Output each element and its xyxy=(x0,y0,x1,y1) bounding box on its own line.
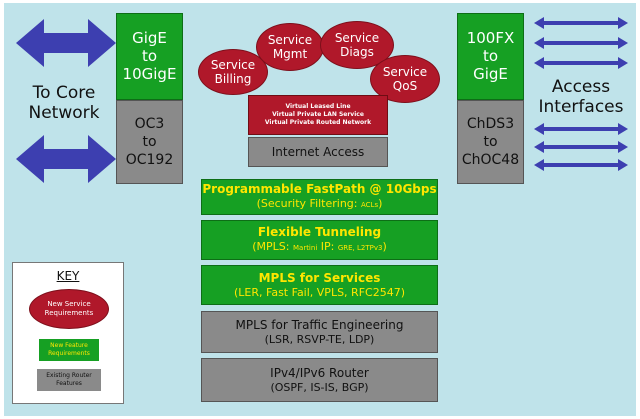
core-top-line2: to xyxy=(141,47,158,65)
core-interface-bottom: OC3 to OC192 xyxy=(116,100,183,184)
legend-feature-swatch: New Feature Requirements xyxy=(39,339,99,361)
layer-tunneling: Flexible Tunneling (MPLS: Martini IP: GR… xyxy=(201,220,438,260)
core-network-line2: Network xyxy=(28,103,100,123)
layer-fastpath-title: Programmable FastPath @ 10Gbps xyxy=(202,182,437,196)
layer-tunneling-sub: (MPLS: Martini IP: GRE, L2TPv3) xyxy=(252,240,387,255)
layer-fastpath-sub-small: ACLs xyxy=(361,201,379,209)
access-bottom-line2: to xyxy=(483,134,498,150)
legend-feature-line1: New Feature xyxy=(50,342,88,349)
access-arrow xyxy=(534,123,628,135)
service-mgmt-line2: Mgmt xyxy=(272,47,308,61)
layer-tunneling-sub-c: ) xyxy=(382,240,387,253)
core-bottom-line1: OC3 xyxy=(134,116,165,132)
core-top-line3: 10GigE xyxy=(122,65,177,83)
core-interface-top: GigE to 10GigE xyxy=(116,13,183,100)
access-arrow xyxy=(534,57,628,69)
legend-service-swatch: New Service Requirements xyxy=(29,289,109,329)
layer-fastpath-sub: (Security Filtering: ACLs) xyxy=(257,197,383,212)
layer-router: IPv4/IPv6 Router (OSPF, IS-IS, BGP) xyxy=(201,358,438,402)
service-mgmt-line1: Service xyxy=(267,33,313,47)
legend-key: KEY New Service Requirements New Feature… xyxy=(12,262,124,404)
layer-tunneling-sub-small: Martini xyxy=(292,244,318,252)
layer-tunneling-title: Flexible Tunneling xyxy=(257,225,382,239)
service-billing-line1: Service xyxy=(210,58,256,72)
access-bottom-line1: ChDS3 xyxy=(466,116,515,132)
access-bottom-line3: ChOC48 xyxy=(461,152,520,168)
core-bottom-line2: to xyxy=(142,134,157,150)
service-diags-line2: Diags xyxy=(340,45,374,59)
access-arrows xyxy=(534,17,628,171)
layer-mpls-te-sub: (LSR, RSVP-TE, LDP) xyxy=(264,332,375,346)
layer-router-sub: (OSPF, IS-IS, BGP) xyxy=(270,380,369,394)
access-arrow xyxy=(534,37,628,49)
service-mgmt-ellipse: Service Mgmt xyxy=(256,23,324,71)
service-billing-ellipse: Service Billing xyxy=(198,49,268,95)
core-arrows xyxy=(16,19,116,183)
access-arrow xyxy=(534,159,628,171)
service-billing-line2: Billing xyxy=(214,72,252,86)
access-interface-bottom: ChDS3 to ChOC48 xyxy=(457,100,524,184)
core-arrow-top xyxy=(16,19,116,67)
legend-existing-line2: Features xyxy=(56,380,82,387)
layer-mpls-services-sub: (LER, Fast Fail, VPLS, RFC2547) xyxy=(234,285,405,299)
access-top-line1: 100FX xyxy=(466,29,515,47)
layer-fastpath-sub-b: ) xyxy=(378,197,383,210)
legend-service-line1: New Service xyxy=(47,300,91,308)
access-label-line2: Interfaces xyxy=(538,97,624,117)
access-interfaces-label: Access Interfaces xyxy=(526,77,636,117)
core-arrow-bottom xyxy=(16,135,116,183)
diagram-canvas: To Core Network GigE to 10GigE OC3 to OC… xyxy=(4,3,636,416)
legend-existing-line1: Existing Router xyxy=(46,372,92,379)
service-diags-line1: Service xyxy=(334,31,380,45)
access-label-line1: Access xyxy=(551,77,611,97)
access-top-line2: to xyxy=(482,47,499,65)
virtual-private-lan: Virtual Private LAN Service xyxy=(272,111,364,118)
layer-router-title: IPv4/IPv6 Router xyxy=(270,365,369,380)
access-top-line3: GigE xyxy=(473,65,508,83)
layer-mpls-te: MPLS for Traffic Engineering (LSR, RSVP-… xyxy=(201,311,438,353)
core-network-label: To Core Network xyxy=(8,83,120,123)
layer-tunneling-sub-a: (MPLS: xyxy=(252,240,293,253)
internet-access-label: Internet Access xyxy=(271,145,365,159)
access-arrow xyxy=(534,141,628,153)
virtual-private-routed: Virtual Private Routed Network xyxy=(264,119,372,126)
core-network-line1: To Core xyxy=(32,83,96,103)
layer-fastpath-sub-a: (Security Filtering: xyxy=(256,197,361,210)
legend-existing-swatch: Existing Router Features xyxy=(37,369,101,391)
virtual-services-box: Virtual Leased Line Virtual Private LAN … xyxy=(248,95,388,135)
layer-tunneling-sub-small2: GRE, L2TPv3 xyxy=(337,244,383,252)
legend-title: KEY xyxy=(56,269,80,283)
service-diags-ellipse: Service Diags xyxy=(320,21,394,69)
layer-tunneling-sub-b: IP: xyxy=(317,240,338,253)
legend-service-line2: Requirements xyxy=(44,309,94,317)
service-qos-line1: Service xyxy=(382,65,428,79)
access-interface-top: 100FX to GigE xyxy=(457,13,524,100)
layer-mpls-services: MPLS for Services (LER, Fast Fail, VPLS,… xyxy=(201,265,438,305)
layer-fastpath: Programmable FastPath @ 10Gbps (Security… xyxy=(201,179,438,215)
legend-feature-line2: Requirements xyxy=(48,350,90,357)
layer-mpls-services-title: MPLS for Services xyxy=(258,270,381,285)
core-top-line1: GigE xyxy=(132,29,167,47)
core-bottom-line3: OC192 xyxy=(125,152,174,168)
virtual-leased-line: Virtual Leased Line xyxy=(285,103,351,110)
layer-mpls-te-title: MPLS for Traffic Engineering xyxy=(235,317,404,332)
access-arrow xyxy=(534,17,628,29)
service-qos-line2: QoS xyxy=(392,79,418,93)
internet-access-box: Internet Access xyxy=(248,137,388,167)
